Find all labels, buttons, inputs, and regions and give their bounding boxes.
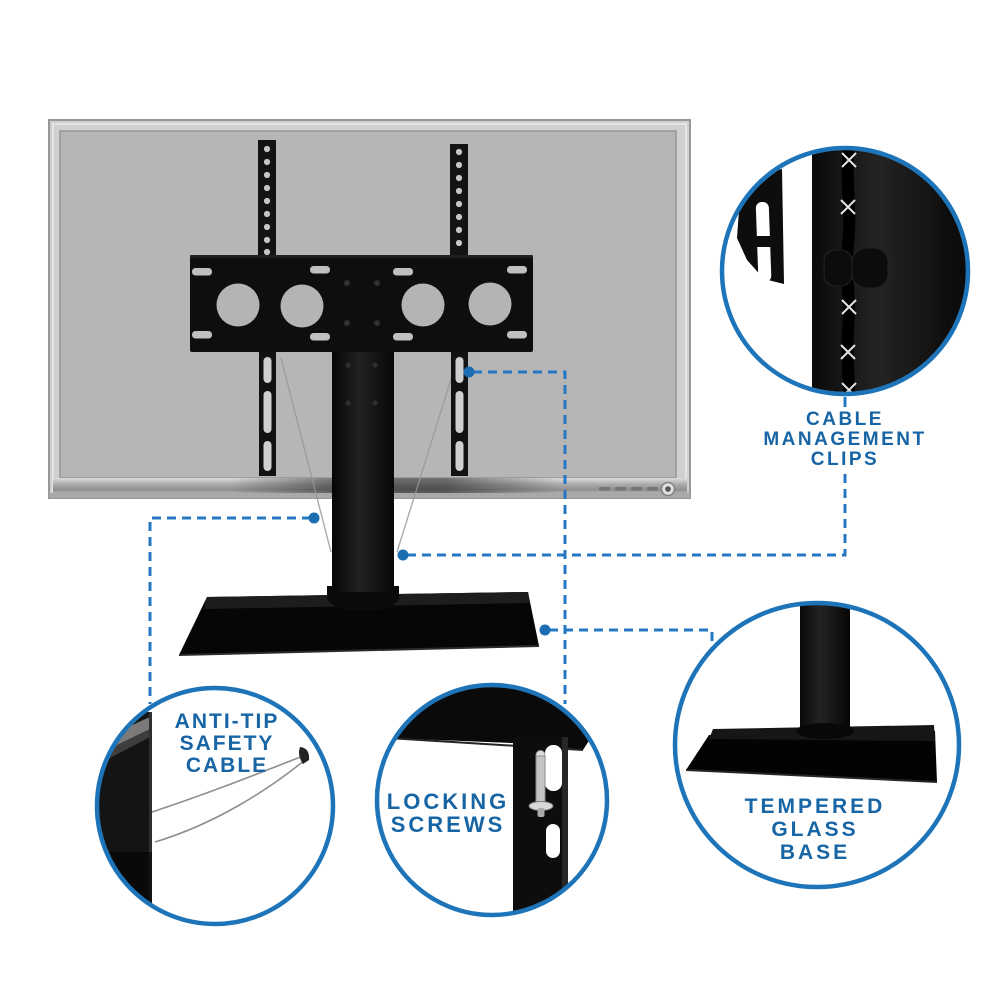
center-column-upper	[332, 352, 394, 502]
label-line: LOCKING	[386, 789, 510, 814]
connector-anti-tip	[148, 516, 311, 704]
pole-base-closeup	[800, 605, 850, 732]
tv-bottom-strip-shadow	[230, 478, 560, 495]
callout-ring	[374, 682, 610, 918]
tv-vent-dashes	[599, 487, 658, 491]
label-line: SAFETY	[179, 732, 275, 755]
right-rail-holes	[455, 148, 463, 247]
safety-cable-lines	[280, 357, 458, 553]
connector-tempered-glass	[549, 628, 714, 650]
rail-slot	[546, 824, 560, 858]
callout-circle-cable-management	[719, 145, 971, 397]
label-line: ANTI-TIP	[174, 710, 280, 733]
plate-slots	[192, 266, 527, 341]
cable-clip	[823, 247, 889, 289]
left-rail-slots	[263, 357, 272, 471]
connector-dots	[308, 366, 551, 636]
label-line: BASE	[779, 841, 851, 864]
label-line: CABLE	[185, 754, 269, 777]
callout-ring	[719, 145, 971, 397]
label-line: GLASS	[771, 818, 859, 841]
connector-cable-management	[407, 474, 847, 557]
rail-slot	[545, 745, 562, 791]
callout-label-locking-screws: LOCKING SCREWS	[387, 790, 509, 836]
callout-circle-anti-tip	[94, 685, 336, 927]
safety-cables-closeup	[151, 755, 306, 843]
right-rail-upper	[450, 144, 468, 256]
tv-port-hole	[665, 486, 671, 492]
label-line: CLIPS	[810, 449, 880, 470]
callout-label-anti-tip-safety-cable: ANTI-TIP SAFETY CABLE	[175, 711, 280, 777]
mount-bracket	[190, 140, 533, 502]
plate-large-holes	[216, 282, 512, 328]
label-line: CABLE	[806, 409, 884, 430]
pole-flange	[796, 723, 854, 739]
braided-cable-pattern	[840, 152, 857, 392]
glass-base-closeup	[686, 731, 937, 782]
right-rail-slots	[455, 357, 464, 471]
mounting-plate	[190, 255, 533, 352]
label-line: TEMPERED	[744, 795, 886, 818]
cable-hook	[299, 747, 310, 764]
plate-vesa-holes	[343, 279, 381, 327]
callout-connectors	[148, 370, 847, 704]
callout-circle-locking-screws	[374, 682, 610, 918]
label-line: SCREWS	[390, 812, 506, 837]
center-column-holes	[345, 362, 378, 406]
callout-ring	[94, 685, 336, 927]
callout-label-tempered-glass-base: TEMPERED GLASS BASE	[745, 795, 886, 864]
locking-screw	[528, 750, 554, 817]
center-column-lower	[327, 497, 399, 611]
label-line: MANAGEMENT	[763, 429, 927, 450]
connector-locking-screws	[473, 370, 567, 704]
left-rail-holes	[263, 145, 271, 256]
callout-circle-tempered-glass	[672, 600, 962, 890]
callout-ring	[672, 600, 962, 890]
callout-label-cable-management-clips: CABLE MANAGEMENT CLIPS	[763, 410, 926, 470]
